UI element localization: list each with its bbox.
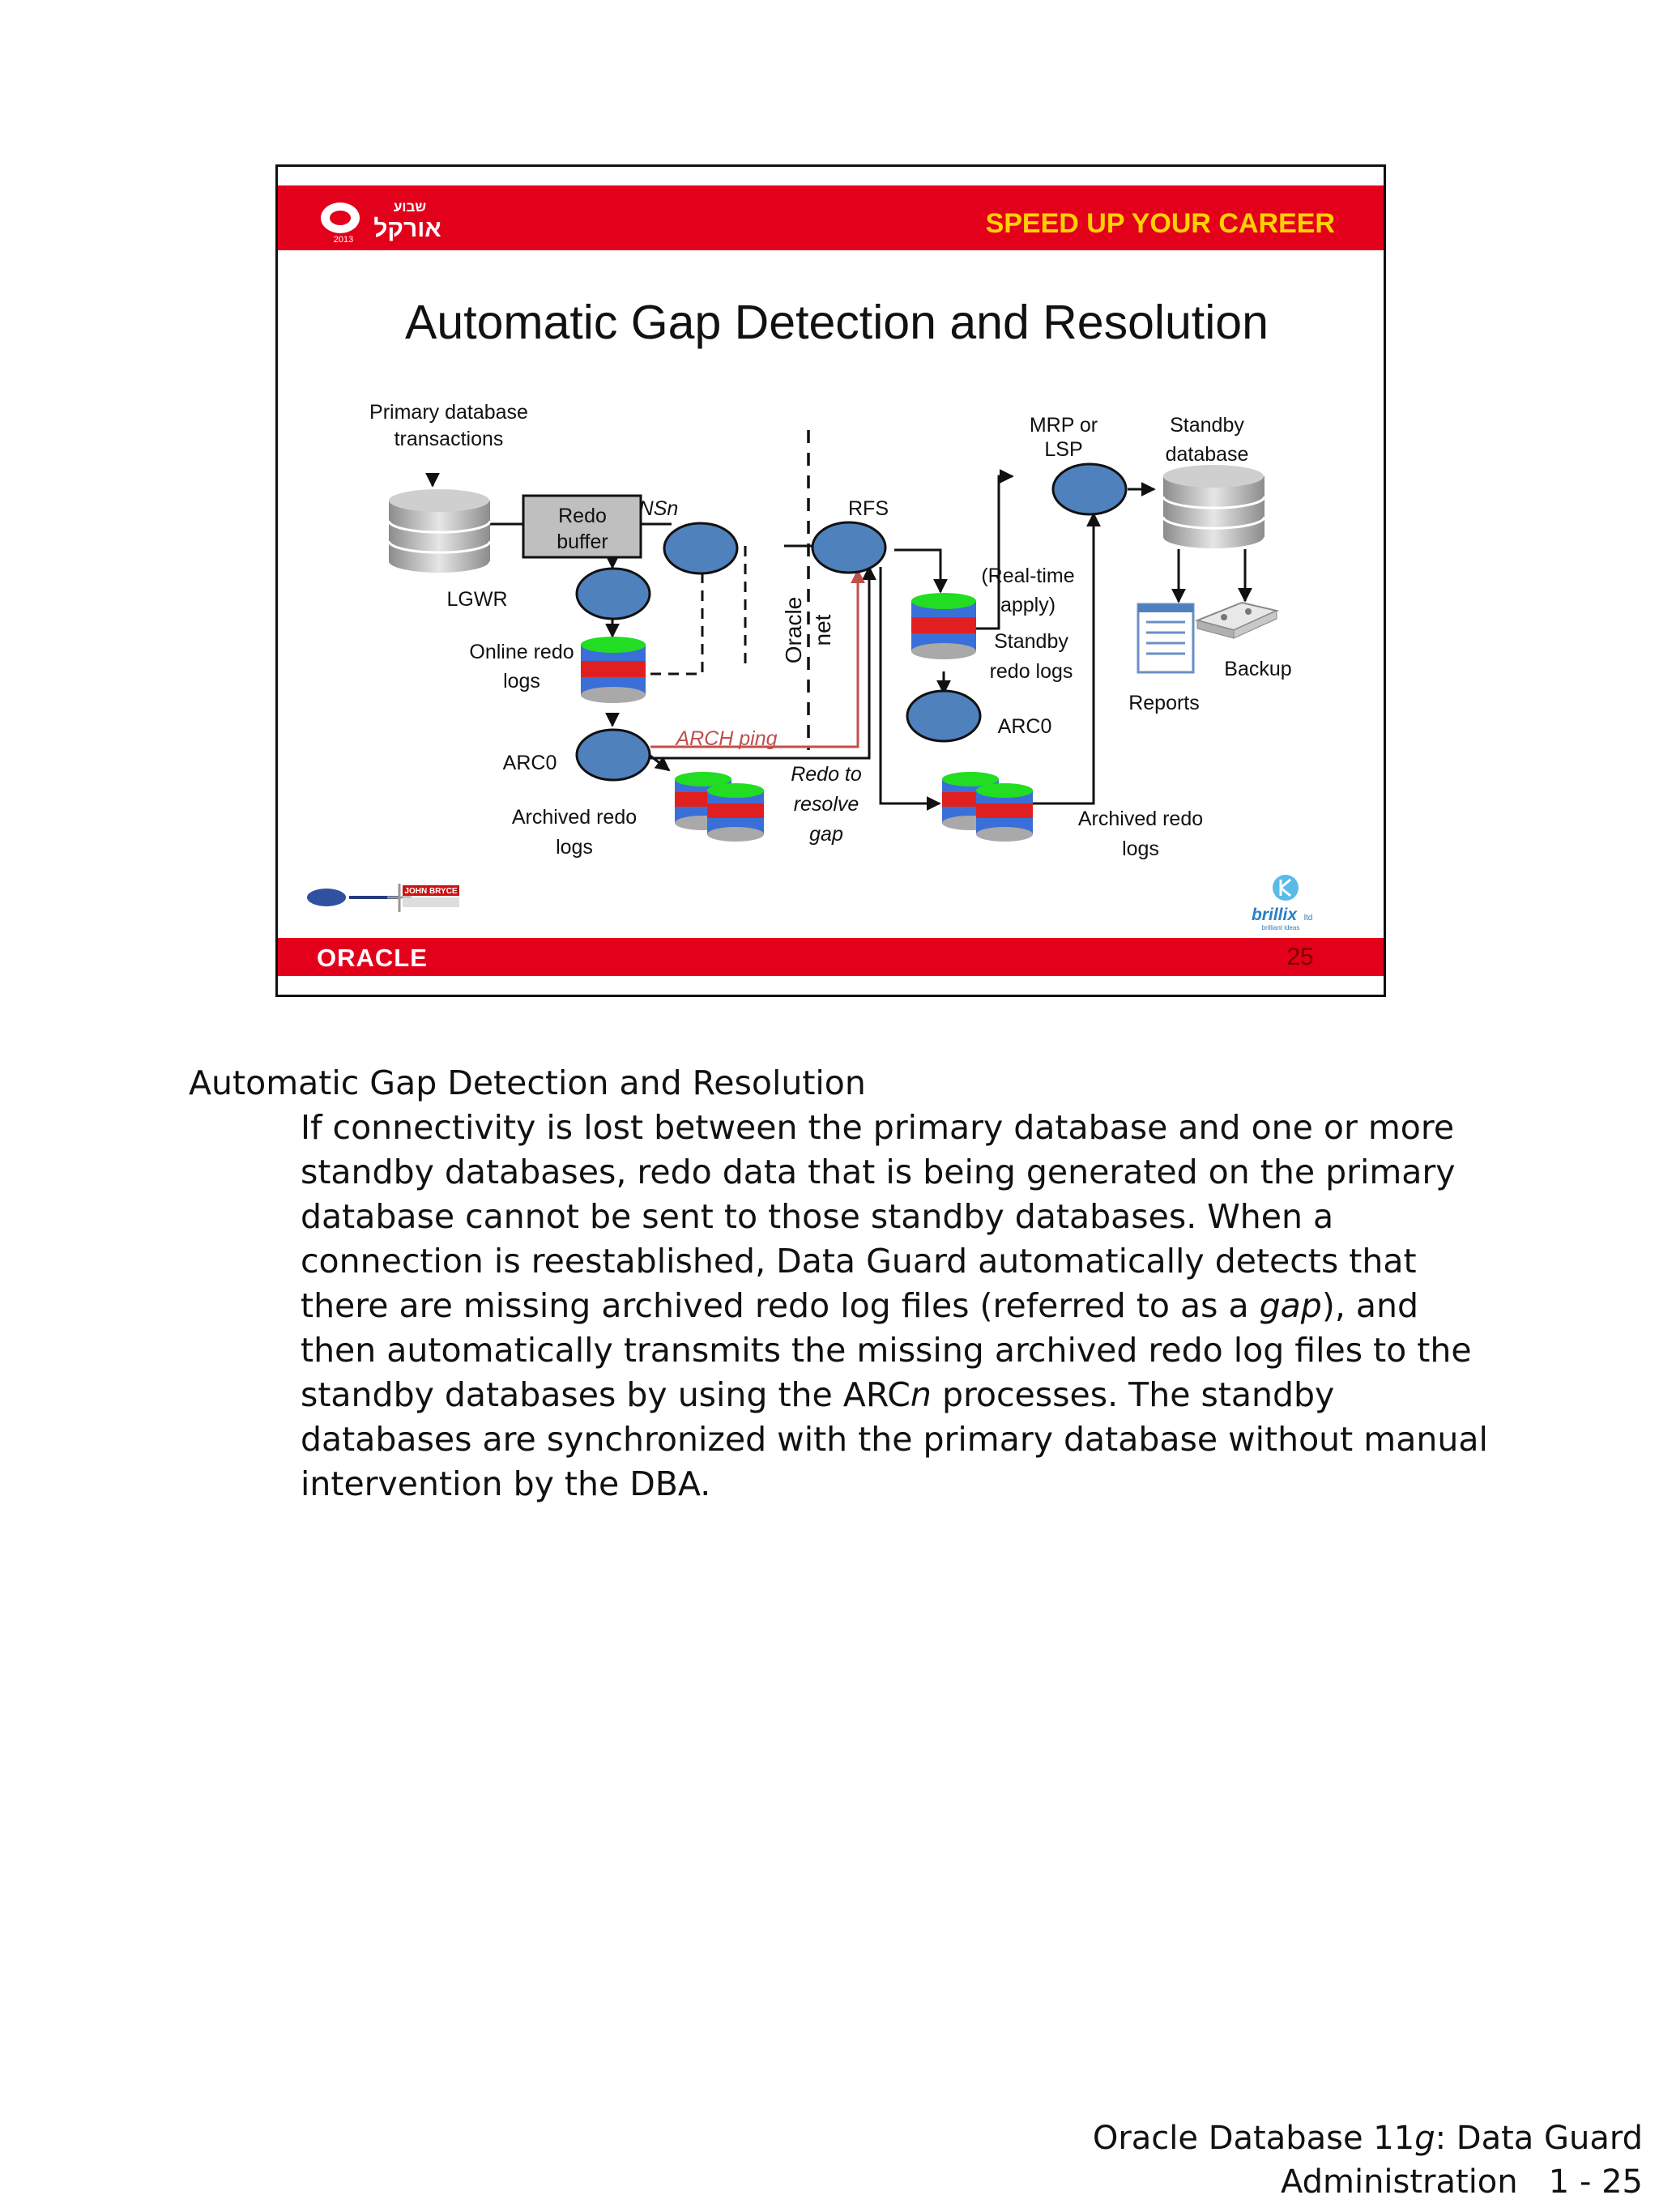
bottom-banner bbox=[278, 938, 1384, 976]
label-redo-resolve-3: gap bbox=[809, 823, 843, 846]
label-redo-resolve-2: resolve bbox=[794, 793, 859, 816]
label-arc0-standby: ARC0 bbox=[998, 715, 1052, 738]
label-mrp-2: LSP bbox=[1044, 438, 1082, 461]
backup-tape-icon bbox=[1194, 601, 1280, 639]
oracle-week-logo: שבוע אורקל 2013 bbox=[321, 199, 441, 245]
arc0-standby-process bbox=[906, 689, 982, 743]
reports-document-icon bbox=[1137, 603, 1195, 674]
top-banner bbox=[278, 185, 1384, 250]
label-oracle-net-2: net bbox=[810, 614, 835, 646]
arch-ping-arrow bbox=[650, 569, 865, 748]
label-online-redo-1: Online redo bbox=[469, 641, 574, 663]
brillix-suffix: ltd bbox=[1304, 914, 1313, 923]
john-bryce-logo: JOHN BRYCE bbox=[404, 887, 458, 896]
notes-part-2: ), and then automatically transmits the … bbox=[301, 1286, 1472, 1414]
page-footer: Oracle Database 11g: Data Guard Administ… bbox=[1093, 2116, 1643, 2204]
label-lgwr: LGWR bbox=[447, 588, 508, 611]
brillix-name: brillix bbox=[1252, 906, 1298, 924]
slide-title: Automatic Gap Detection and Resolution bbox=[405, 296, 1269, 349]
footer-version-g: g bbox=[1414, 2120, 1435, 2157]
notes-part-1: If connectivity is lost between the prim… bbox=[301, 1108, 1456, 1325]
label-backup: Backup bbox=[1224, 658, 1291, 680]
notes-arcn-suffix: n bbox=[910, 1375, 932, 1414]
speaker-notes: Automatic Gap Detection and Resolution I… bbox=[189, 1061, 1501, 1507]
primary-database-icon bbox=[387, 489, 492, 573]
banner-hebrew-top: שבוע bbox=[394, 199, 427, 215]
notes-title: Automatic Gap Detection and Resolution bbox=[189, 1063, 866, 1102]
oracle-logo: ORACLE bbox=[317, 944, 428, 972]
label-primary-tx-1: Primary database bbox=[369, 401, 528, 424]
label-realtime-1: (Real-time bbox=[981, 565, 1074, 587]
tagline: SPEED UP YOUR CAREER bbox=[986, 208, 1335, 239]
lgwr-process bbox=[575, 567, 651, 620]
lns-process bbox=[663, 522, 739, 575]
label-primary-tx-2: transactions bbox=[394, 428, 504, 450]
brillix-sub: brilliant ideas bbox=[1262, 924, 1300, 931]
standby-redo-logs-icon bbox=[911, 593, 976, 659]
label-redo-buffer-1: Redo bbox=[558, 505, 607, 527]
label-standby-db-1: Standby bbox=[1170, 414, 1244, 437]
label-standby-redo-2: redo logs bbox=[990, 660, 1073, 683]
mrp-lsp-process bbox=[1051, 462, 1128, 516]
archived-standby-logs-icon bbox=[942, 772, 1033, 842]
footer-line-2: Administration 1 - 25 bbox=[1280, 2163, 1643, 2201]
archived-primary-logs-icon bbox=[675, 772, 764, 842]
footer-line-1: Oracle Database 11g: Data Guard bbox=[1093, 2116, 1643, 2160]
notes-body: If connectivity is lost between the prim… bbox=[301, 1106, 1501, 1507]
label-archived-standby-1: Archived redo bbox=[1078, 808, 1203, 830]
notes-part-3: processes. The standby databases are syn… bbox=[301, 1375, 1488, 1503]
standby-database-icon bbox=[1162, 465, 1266, 548]
slide: שבוע אורקל 2013 SPEED UP YOUR CAREER Aut… bbox=[275, 164, 1386, 997]
label-rfs: RFS bbox=[848, 497, 889, 520]
label-realtime-2: apply) bbox=[1000, 594, 1056, 616]
label-redo-resolve-1: Redo to bbox=[791, 763, 862, 786]
label-standby-redo-1: Standby bbox=[994, 630, 1068, 653]
rfs-process bbox=[811, 521, 887, 574]
slide-number: 25 bbox=[1286, 944, 1313, 970]
notes-gap-term: gap bbox=[1259, 1286, 1322, 1325]
footer-course: : Data Guard bbox=[1435, 2120, 1643, 2157]
sponsor-logos: JOHN BRYCE bbox=[307, 884, 459, 912]
label-archived-standby-2: logs bbox=[1122, 837, 1159, 860]
label-mrp-1: MRP or bbox=[1030, 414, 1098, 437]
label-archived-primary-1: Archived redo bbox=[512, 806, 637, 829]
arc0-primary-process bbox=[575, 728, 651, 782]
label-reports: Reports bbox=[1128, 692, 1200, 714]
label-archived-primary-2: logs bbox=[556, 836, 593, 859]
footer-product: Oracle Database 11 bbox=[1092, 2120, 1415, 2157]
label-lns: NSn bbox=[639, 497, 679, 520]
label-redo-buffer-2: buffer bbox=[557, 531, 608, 553]
online-redo-logs-icon bbox=[581, 637, 646, 703]
redo-buffer-box bbox=[522, 494, 642, 559]
banner-year: 2013 bbox=[334, 235, 353, 245]
label-online-redo-2: logs bbox=[503, 670, 540, 693]
label-oracle-net-1: Oracle bbox=[781, 597, 806, 663]
label-standby-db-2: database bbox=[1166, 443, 1249, 466]
banner-hebrew-main: אורקל bbox=[373, 215, 441, 242]
slide-canvas: שבוע אורקל 2013 SPEED UP YOUR CAREER Aut… bbox=[278, 185, 1384, 976]
label-arc0-primary: ARC0 bbox=[503, 752, 557, 774]
brillix-logo: brillix ltd brilliant ideas bbox=[1252, 875, 1312, 931]
label-arch-ping: ARCH ping bbox=[674, 727, 777, 750]
